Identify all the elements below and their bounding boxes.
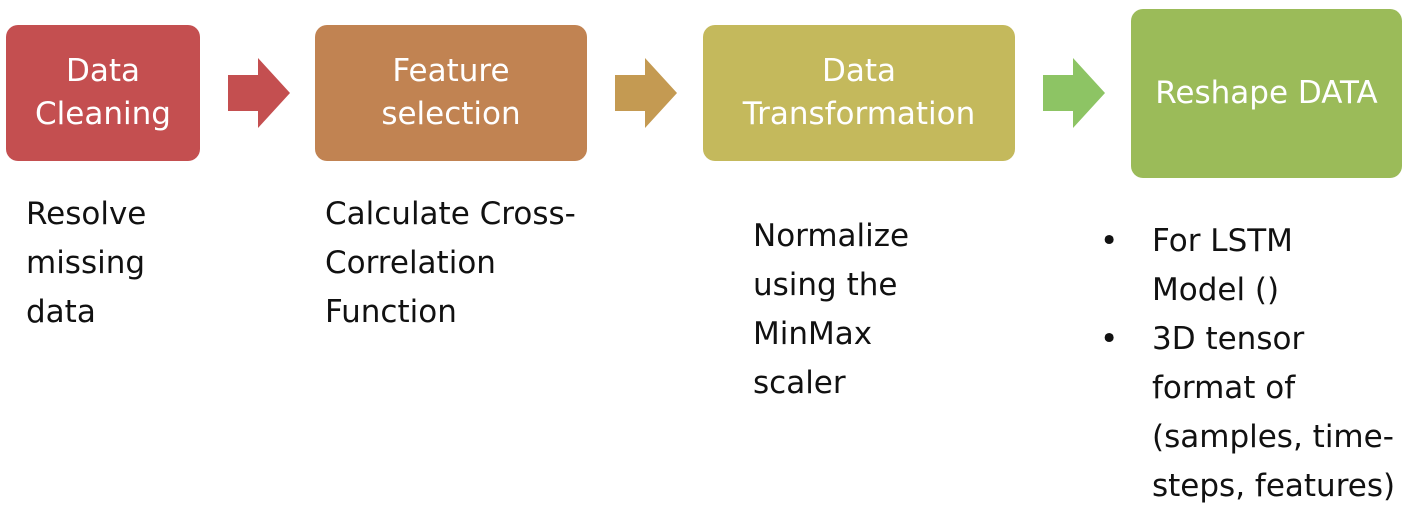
step-box-reshape-data: Reshape DATA	[1131, 9, 1402, 178]
description-data-transformation: Normalize using the MinMax scaler	[753, 218, 910, 401]
step-label-reshape-data: Reshape DATA	[1155, 75, 1378, 111]
step-label-data-cleaning: Data Cleaning	[35, 53, 171, 132]
step-label-data-transformation: Data Transformation	[742, 53, 976, 132]
step-box-data-cleaning: Data Cleaning	[6, 25, 200, 161]
bullet-item: For LSTM Model ()	[1098, 217, 1395, 315]
description-feature-selection: Calculate Cross- Correlation Function	[325, 196, 576, 330]
right-arrow-icon	[228, 58, 290, 128]
right-arrow-icon	[615, 58, 677, 128]
step-label-feature-selection: Feature selection	[381, 53, 521, 132]
bullet-item: 3D tensor format of (samples, time- step…	[1098, 315, 1395, 511]
description-data-cleaning: Resolve missing data	[26, 196, 147, 330]
step-box-data-transformation: Data Transformation	[703, 25, 1015, 161]
reshape-bullet-list: For LSTM Model () 3D tensor format of (s…	[1098, 217, 1395, 511]
step-box-feature-selection: Feature selection	[315, 25, 587, 161]
right-arrow-icon	[1043, 58, 1105, 128]
